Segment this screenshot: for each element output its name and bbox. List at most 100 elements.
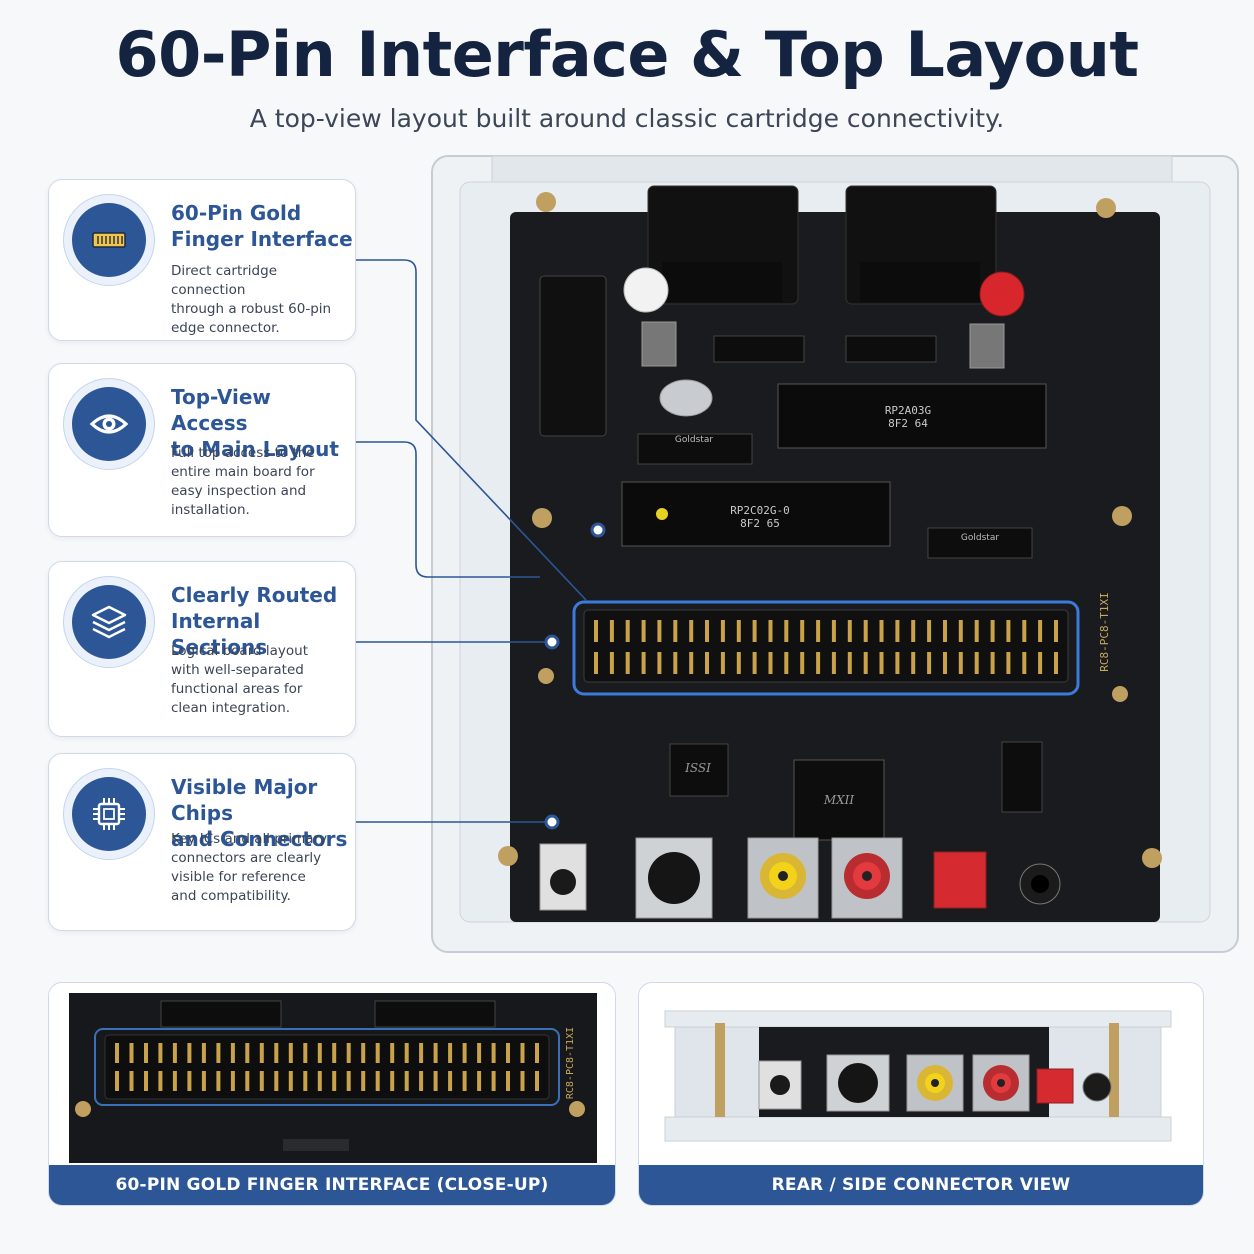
goldstar-label: Goldstar — [675, 435, 713, 445]
gold-pin — [375, 1043, 380, 1063]
gold-pin — [274, 1071, 279, 1091]
gold-pin — [433, 1071, 438, 1091]
gold-pin — [129, 1043, 134, 1063]
gold-pin — [768, 652, 773, 674]
closeup-caption: 60-PIN GOLD FINGER INTERFACE (CLOSE-UP) — [49, 1165, 615, 1205]
gold-pin — [609, 652, 614, 674]
gold-pin — [594, 620, 598, 642]
gold-pin — [1006, 652, 1011, 674]
main-board-photo: RP2A03G 8F2 64 RP2C02G-0 8F2 65 Goldstar… — [430, 152, 1242, 958]
gold-pin — [288, 1043, 293, 1063]
gold-pin — [303, 1043, 308, 1063]
gold-pin — [303, 1071, 308, 1091]
ppu-label-2: 8F2 65 — [740, 517, 780, 530]
gold-pin — [847, 652, 852, 674]
gold-pin — [491, 1071, 496, 1091]
gold-pin — [911, 620, 916, 642]
gold-pin — [689, 620, 694, 642]
gold-pin — [657, 652, 662, 674]
gold-pin — [673, 652, 678, 674]
gold-pin — [879, 652, 884, 674]
gold-pin — [216, 1071, 221, 1091]
gold-pin — [800, 652, 805, 674]
gold-pin — [847, 620, 852, 642]
gold-pin — [274, 1043, 279, 1063]
gold-pin — [816, 652, 821, 674]
gold-pin — [361, 1043, 366, 1063]
closeup-gold-pins — [115, 1043, 539, 1091]
gold-pin — [390, 1071, 395, 1091]
gold-pin — [259, 1043, 264, 1063]
closeup-panel: RC8-PC8-T1XI 60-PIN GOLD FINGER INTERFAC… — [48, 982, 616, 1206]
gold-pin — [433, 1043, 438, 1063]
gold-pin — [1038, 652, 1043, 674]
gold-pin — [317, 1043, 322, 1063]
gold-pin — [506, 1043, 510, 1063]
gold-pin — [158, 1043, 163, 1063]
rear-view-caption: REAR / SIDE CONNECTOR VIEW — [639, 1165, 1203, 1205]
gold-pin — [404, 1071, 409, 1091]
rear-view-illustration — [664, 1010, 1172, 1142]
feature-description: Full top access to the entire main board… — [171, 445, 315, 518]
gold-pin — [346, 1043, 351, 1063]
feature-description: Direct cartridge connection through a ro… — [171, 263, 332, 336]
gold-pin — [129, 1071, 134, 1091]
gold-pin — [609, 620, 614, 642]
rear-view-panel: REAR / SIDE CONNECTOR VIEW — [638, 982, 1204, 1206]
page-title: 60-Pin Interface & Top Layout — [115, 18, 1139, 91]
gold-pin — [879, 620, 884, 642]
gold-pin — [625, 620, 630, 642]
gold-pin — [768, 620, 773, 642]
gold-pin — [863, 652, 868, 674]
gold-pin — [462, 1043, 467, 1063]
gold-pin — [448, 1043, 453, 1063]
gold-pin — [958, 652, 963, 674]
board-illustration: RP2A03G 8F2 64 RP2C02G-0 8F2 65 Goldstar… — [431, 155, 1239, 953]
layers-icon — [63, 576, 155, 668]
gold-pin — [657, 620, 662, 642]
gold-pin — [990, 620, 995, 642]
mxii-label: MXII — [823, 793, 855, 807]
gold-pin — [705, 620, 709, 642]
gold-pin — [720, 620, 725, 642]
gold-pin — [927, 652, 932, 674]
gold-pin — [187, 1043, 192, 1063]
gold-pin — [752, 620, 757, 642]
chip-icon — [63, 768, 155, 860]
gold-pin — [895, 620, 900, 642]
gold-pin — [1054, 652, 1058, 674]
gold-pin — [404, 1043, 409, 1063]
gold-pin — [943, 620, 947, 642]
cpu-label-1: RP2A03G — [885, 404, 931, 417]
gold-finger-icon — [63, 194, 155, 286]
gold-pin — [158, 1071, 163, 1091]
gold-pin — [816, 620, 821, 642]
gold-pin — [216, 1043, 221, 1063]
gold-pin — [448, 1071, 453, 1091]
gold-pin — [317, 1071, 322, 1091]
closeup-illustration: RC8-PC8-T1XI — [69, 993, 597, 1163]
page-subtitle: A top-view layout built around classic c… — [249, 104, 1005, 133]
gold-pin — [259, 1071, 264, 1091]
gold-pin — [172, 1043, 177, 1063]
gold-pin — [831, 620, 836, 642]
gold-pin — [115, 1071, 119, 1091]
gold-pin — [520, 1043, 525, 1063]
gold-pin — [201, 1071, 206, 1091]
gold-pin — [332, 1043, 337, 1063]
silk-label: RC8-PC8-T1XI — [1098, 592, 1111, 671]
gold-pin — [201, 1043, 206, 1063]
gold-pin — [990, 652, 995, 674]
gold-pin — [625, 652, 630, 674]
gold-pin — [520, 1071, 525, 1091]
feature-description: Logical board layout with well-separated… — [171, 643, 308, 716]
gold-pin — [462, 1071, 467, 1091]
gold-pin — [974, 652, 979, 674]
gold-pin — [288, 1071, 293, 1091]
gold-pin — [361, 1071, 366, 1091]
gold-pin — [863, 620, 868, 642]
